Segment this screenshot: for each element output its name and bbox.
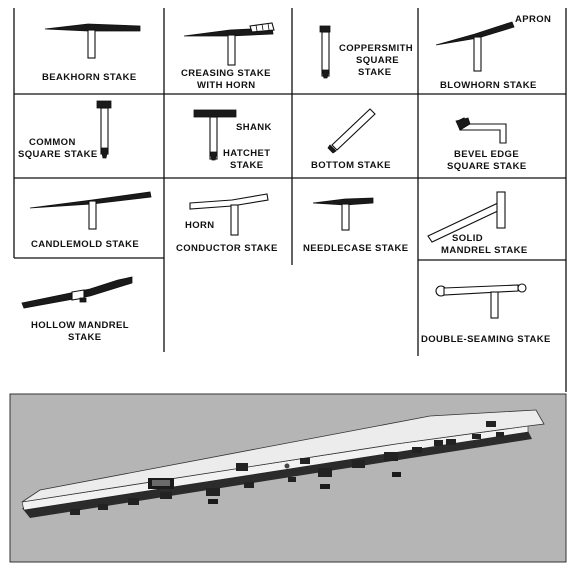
conductor-stake-drawing bbox=[189, 193, 269, 236]
coppersmith-label-line-3: STAKE bbox=[358, 67, 392, 78]
beakhorn-stake-label: BEAKHORN STAKE bbox=[42, 72, 137, 83]
bottom-stake-drawing bbox=[327, 108, 376, 154]
candlemold-stake-drawing bbox=[29, 191, 152, 230]
hollow-mandrel-label-line-2: STAKE bbox=[68, 332, 102, 343]
hollow-mandrel-label-line-1: HOLLOW MANDREL bbox=[31, 320, 129, 331]
coppersmith-label-line-1: COPPERSMITH bbox=[339, 43, 413, 54]
grid-lines bbox=[13, 8, 567, 392]
bevel-edge-label-line-1: BEVEL EDGE bbox=[454, 149, 519, 160]
bottom-stake-label: BOTTOM STAKE bbox=[311, 160, 391, 171]
shank-label: SHANK bbox=[236, 122, 272, 133]
hollow-mandrel-stake-drawing bbox=[21, 276, 133, 309]
candlemold-stake-label: CANDLEMOLD STAKE bbox=[31, 239, 139, 250]
coppersmith-label-line-2: SQUARE bbox=[356, 55, 399, 66]
bevel-edge-stake-drawing bbox=[455, 117, 507, 144]
beakhorn-stake-drawing bbox=[44, 23, 141, 59]
needlecase-stake-label: NEEDLECASE STAKE bbox=[303, 243, 408, 254]
hatchet-stake-label-line-2: STAKE bbox=[230, 160, 264, 171]
blowhorn-stake-drawing bbox=[435, 21, 515, 72]
needlecase-stake-drawing bbox=[312, 197, 374, 231]
horn-label: HORN bbox=[185, 220, 215, 231]
bevel-edge-label-line-2: SQUARE STAKE bbox=[447, 161, 527, 172]
common-square-stake-drawing bbox=[96, 100, 112, 159]
blowhorn-stake-label: BLOWHORN STAKE bbox=[440, 80, 537, 91]
common-stake-label-line-1: COMMON bbox=[29, 137, 76, 148]
conductor-stake-label: CONDUCTOR STAKE bbox=[176, 243, 278, 254]
apron-label: APRON bbox=[515, 14, 551, 25]
creasing-stake-label-line-2: WITH HORN bbox=[197, 80, 255, 91]
hatchet-stake-label-line-1: HATCHET bbox=[223, 148, 270, 159]
creasing-stake-label-line-1: CREASING STAKE bbox=[181, 68, 271, 79]
coppersmith-stake-drawing bbox=[319, 25, 331, 79]
solid-mandrel-stake-drawing bbox=[427, 191, 506, 243]
double-seaming-stake-label: DOUBLE-SEAMING STAKE bbox=[421, 334, 551, 345]
creasing-stake-drawing bbox=[183, 22, 275, 66]
hatchet-stake-drawing bbox=[193, 109, 237, 161]
stake-holder-plate-photo bbox=[9, 393, 567, 563]
double-seaming-stake-drawing bbox=[435, 283, 527, 319]
common-stake-label-line-2: SQUARE STAKE bbox=[18, 149, 98, 160]
solid-mandrel-label-line-1: SOLID bbox=[452, 233, 483, 244]
solid-mandrel-label-line-2: MANDREL STAKE bbox=[441, 245, 528, 256]
